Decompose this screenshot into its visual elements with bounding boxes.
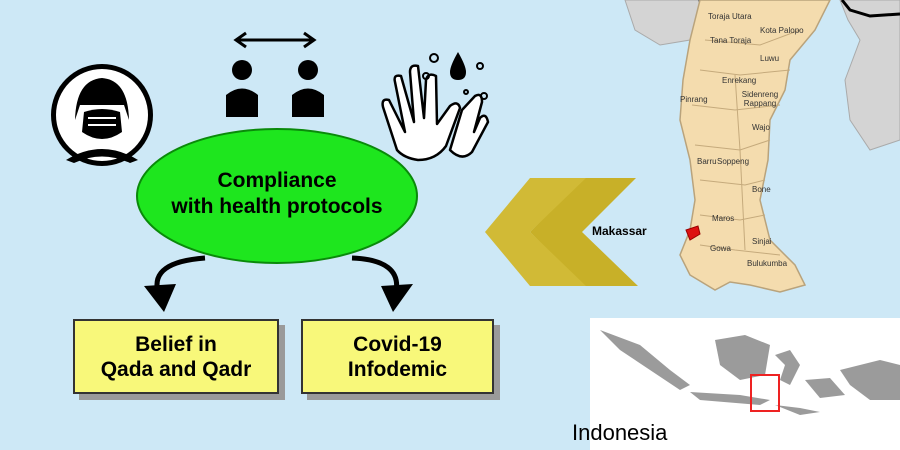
indonesia-inset [590, 318, 900, 450]
curved-arrow-left [144, 255, 206, 312]
social-distancing-icon [226, 31, 324, 117]
map-region-label: Luwu [760, 54, 780, 63]
inset-highlight-box [750, 374, 780, 412]
map-region-label: Toraja Utara [708, 12, 752, 21]
map-grey-land-east [839, 0, 900, 151]
water-drop-icon [450, 52, 466, 80]
map-region-label: Gowa [710, 244, 731, 253]
map-region-label: Pinrang [680, 95, 708, 104]
face-mask-icon [51, 64, 153, 166]
map-region-label: Enrekang [722, 76, 757, 85]
map-region-label: Tana Toraja [710, 36, 752, 45]
map-region-label: Soppeng [717, 157, 750, 166]
center-ellipse-line2: with health protocols [171, 195, 383, 218]
map-region-label: Kota Palopo [760, 26, 804, 35]
makassar-label: Makassar [592, 224, 647, 238]
map-region-label: Barru [697, 157, 717, 166]
center-ellipse-shape [136, 128, 418, 264]
map-region-label: Bulukumba [747, 259, 788, 268]
center-ellipse-line1: Compliance [217, 169, 337, 192]
infodemic-box: Covid-19 Infodemic [301, 319, 494, 394]
map-south-sulawesi [679, 0, 831, 293]
water-drops-icon [422, 53, 488, 100]
makassar-marker [685, 225, 701, 241]
map-region-label: Sinjai [752, 237, 772, 246]
map-region-label: Sidenreng Rappang [741, 90, 779, 108]
belief-box: Belief in Qada and Qadr [73, 319, 279, 394]
hand-washing-icon [381, 64, 490, 162]
map-region-label: Bone [752, 185, 771, 194]
curved-arrow-right [351, 255, 413, 312]
indonesia-label: Indonesia [572, 420, 668, 445]
map-region-label: Maros [712, 214, 735, 223]
center-ellipse-label: Compliance with health protocols [140, 168, 414, 220]
map-region-label: Wajo [752, 123, 770, 132]
